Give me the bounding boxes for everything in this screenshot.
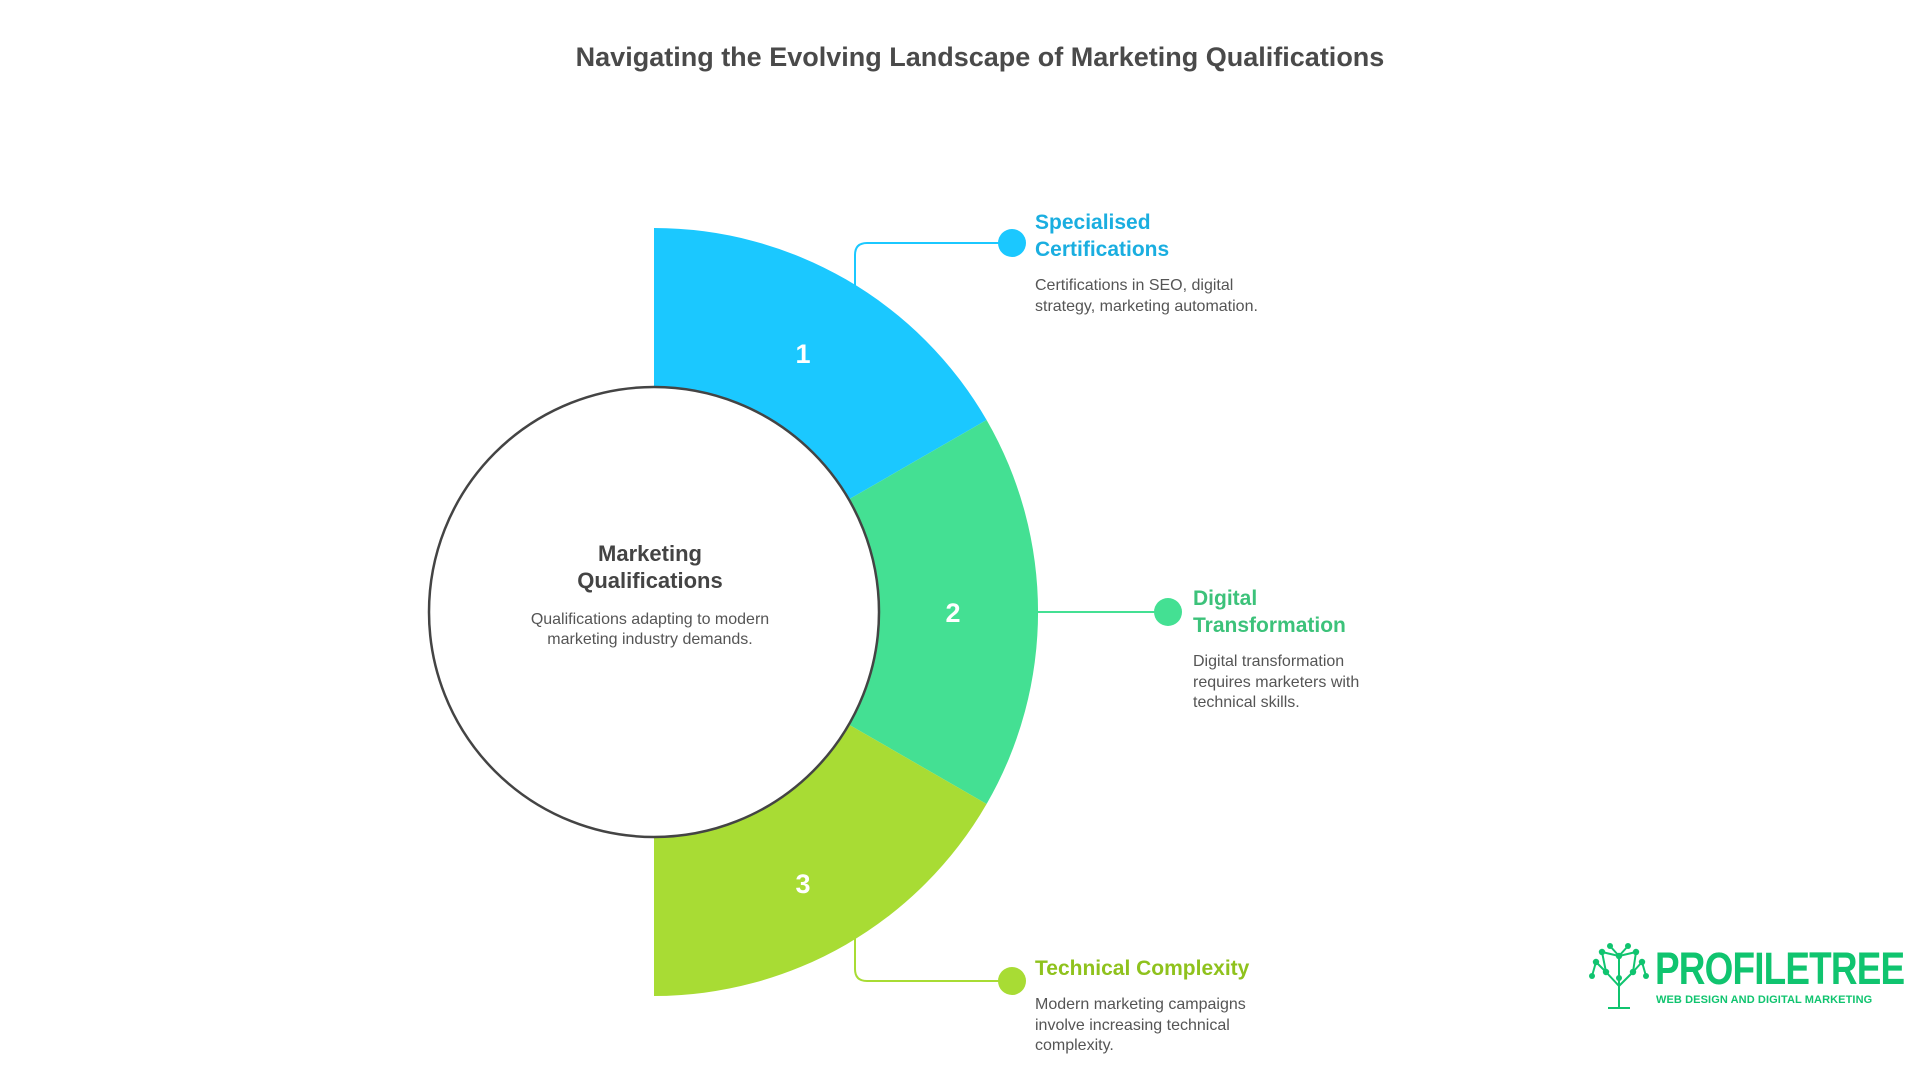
connector-3 [854, 937, 1012, 982]
segment-1-number: 1 [795, 339, 810, 369]
segment-3 [654, 724, 987, 996]
logo-wordmark: PROFILETREE [1655, 943, 1905, 994]
item-3-description: Modern marketing campaigns involve incre… [1035, 996, 1246, 1054]
connector-1-dot [998, 229, 1026, 257]
profiletree-logo: PROFILETREE WEB DESIGN AND DIGITAL MARKE… [1588, 942, 1905, 1012]
item-2-description: Digital transformation requires marketer… [1193, 653, 1360, 711]
connector-1 [854, 242, 1012, 287]
logo-tagline: WEB DESIGN AND DIGITAL MARKETING [1656, 994, 1873, 1006]
center-label: Marketing Qualifications Qualifications … [500, 540, 800, 650]
item-3-title: Technical Complexity [1035, 957, 1250, 980]
center-title: Marketing Qualifications [577, 541, 723, 593]
item-1-description: Certifications in SEO, digital strategy,… [1035, 277, 1258, 315]
item-2-title: Digital Transformation [1193, 587, 1346, 637]
item-technical-complexity: Technical Complexity Modern marketing ca… [1035, 955, 1285, 1057]
item-1-title: Specialised Certifications [1035, 211, 1170, 261]
center-circle [427, 385, 881, 839]
tree-icon [1589, 943, 1649, 1009]
segment-2-number: 2 [945, 598, 960, 628]
connector-2-dot [1154, 598, 1182, 626]
center-description: Qualifications adapting to modern market… [530, 611, 770, 648]
item-digital-transformation: Digital Transformation Digital transform… [1193, 585, 1443, 714]
segment-1 [654, 228, 987, 500]
connector-3-dot [998, 967, 1026, 995]
item-specialised-certifications: Specialised Certifications Certification… [1035, 209, 1285, 317]
segment-3-number: 3 [795, 869, 810, 899]
diagram-title: Navigating the Evolving Landscape of Mar… [575, 42, 1385, 72]
segment-2 [849, 420, 1039, 804]
